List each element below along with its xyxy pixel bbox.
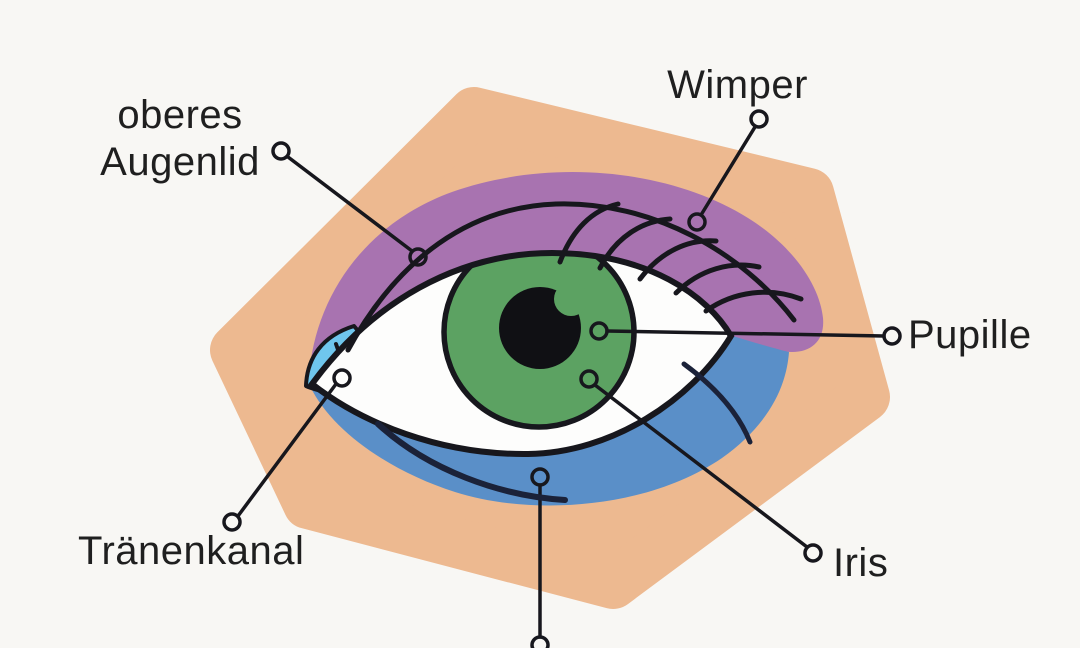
leader-pupil	[589, 321, 902, 346]
iris-group	[441, 253, 637, 430]
leader-lower-eyelid-cutoff	[530, 467, 550, 648]
label-upper-eyelid-line1: oberes	[117, 93, 243, 137]
eyelash-line	[597, 216, 673, 271]
lower-lid-right-curve	[681, 361, 753, 445]
leader-tear-duct	[222, 368, 352, 532]
inner-shadow-lines	[375, 361, 753, 503]
eyelash-line	[703, 289, 804, 314]
eye-outline	[307, 249, 735, 458]
leader-lines	[222, 109, 902, 648]
label-upper-eyelid: oberes Augenlid	[30, 92, 330, 186]
eyelash-lines	[557, 201, 804, 314]
eyelash-line	[557, 201, 621, 265]
lower-lid-inner-curve	[375, 421, 568, 503]
eyelash-line	[673, 262, 762, 296]
upper-eyelid-shape	[309, 172, 824, 378]
leader-iris	[579, 369, 823, 563]
eyelid-crease-line	[345, 201, 797, 353]
label-pupil: Pupille	[908, 313, 1032, 357]
eyelash-line	[637, 238, 719, 282]
label-iris: Iris	[833, 541, 889, 585]
label-eyelash: Wimper	[667, 63, 808, 107]
leader-eyelash	[687, 109, 769, 232]
label-upper-eyelid-line2: Augenlid	[100, 140, 260, 184]
leader-upper-eyelid	[271, 141, 428, 267]
ink-layer	[222, 109, 902, 648]
label-tear-duct: Tränenkanal	[78, 529, 305, 573]
pupil-highlight-notch	[554, 282, 588, 316]
